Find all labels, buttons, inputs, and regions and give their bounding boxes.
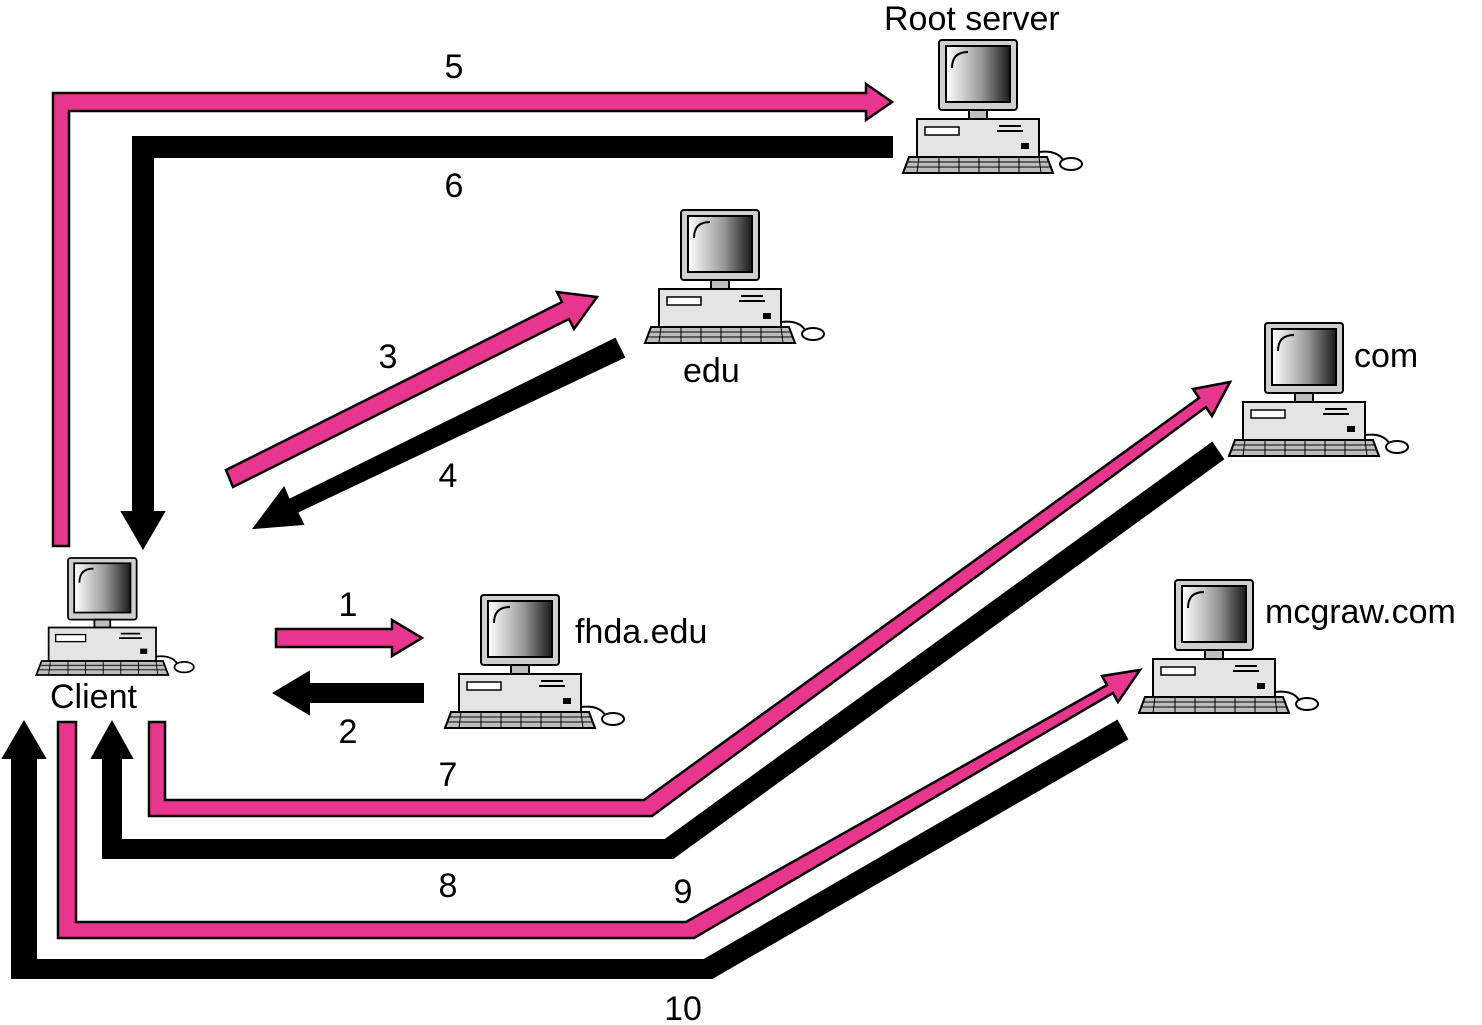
arrow-1-query [274,617,425,659]
arrows [1,81,1233,979]
step-1-label: 1 [339,586,358,624]
step-5-label: 5 [445,48,464,86]
client-label: Client [50,678,137,716]
step-8-label: 8 [439,867,458,905]
com-label: com [1354,337,1418,375]
step-6-label: 6 [445,167,464,205]
step-4-label: 4 [439,457,458,495]
root-server-computer-icon [902,39,1083,174]
arrow-4-response [251,337,626,530]
fhda-label: fhda.edu [575,613,707,651]
client-computer-icon [35,557,195,676]
arrow-7-query [147,380,1233,818]
arrow-5-query [51,81,895,548]
arrow-3-query [224,290,600,489]
mcgraw-label: mcgraw.com [1265,593,1456,631]
step-3-label: 3 [379,338,398,376]
arrow-8-response [90,441,1225,859]
arrow-9-query [56,668,1143,940]
edu-label: edu [683,352,740,390]
edu-server-computer-icon [644,209,825,344]
step-2-label: 2 [339,713,358,751]
arrow-10-response [1,719,1129,979]
step-9-label: 9 [674,873,693,911]
arrow-2-response [272,670,424,716]
step-7-label: 7 [439,756,458,794]
root-server-label: Root server [884,0,1060,38]
step-10-label: 10 [664,990,702,1025]
arrow-6-response [120,136,893,550]
